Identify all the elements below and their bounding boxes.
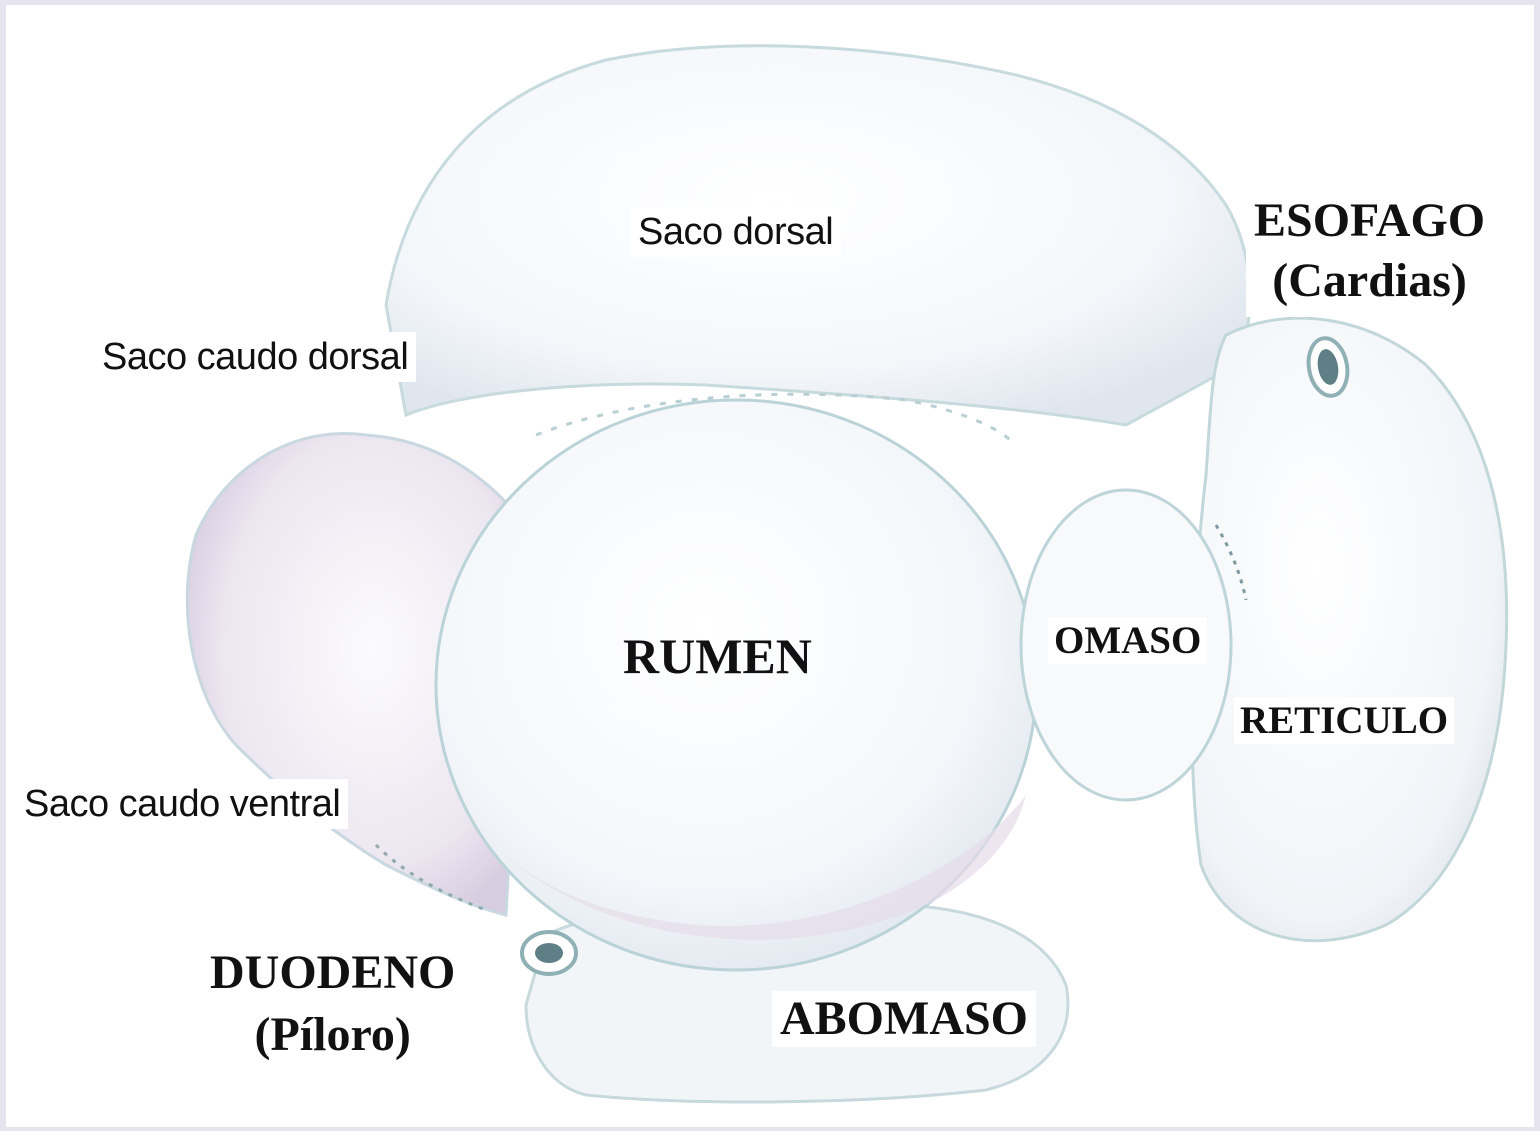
label-omaso: OMASO	[1048, 617, 1207, 664]
label-abomaso: ABOMASO	[772, 991, 1036, 1047]
label-rumen: RUMEN	[623, 631, 812, 681]
label-reticulo: RETICULO	[1234, 697, 1454, 744]
label-saco-dorsal: Saco dorsal	[630, 207, 841, 257]
label-saco-caudo-ventral: Saco caudo ventral	[16, 779, 348, 829]
label-duodeno-group: DUODENO (Píloro)	[202, 940, 463, 1069]
label-esofago: ESOFAGO	[1254, 191, 1485, 251]
label-saco-caudo-dorsal: Saco caudo dorsal	[94, 332, 416, 382]
label-duodeno: DUODENO	[210, 942, 455, 1004]
label-cardias: (Cardias)	[1254, 251, 1485, 311]
diagram-frame: Saco dorsal Saco caudo dorsal Saco caudo…	[6, 5, 1534, 1127]
label-esofago-group: ESOFAGO (Cardias)	[1246, 185, 1493, 317]
pylorus-tube	[522, 932, 576, 974]
reticulum-shape	[1192, 318, 1507, 941]
label-piloro: (Píloro)	[210, 1004, 455, 1066]
